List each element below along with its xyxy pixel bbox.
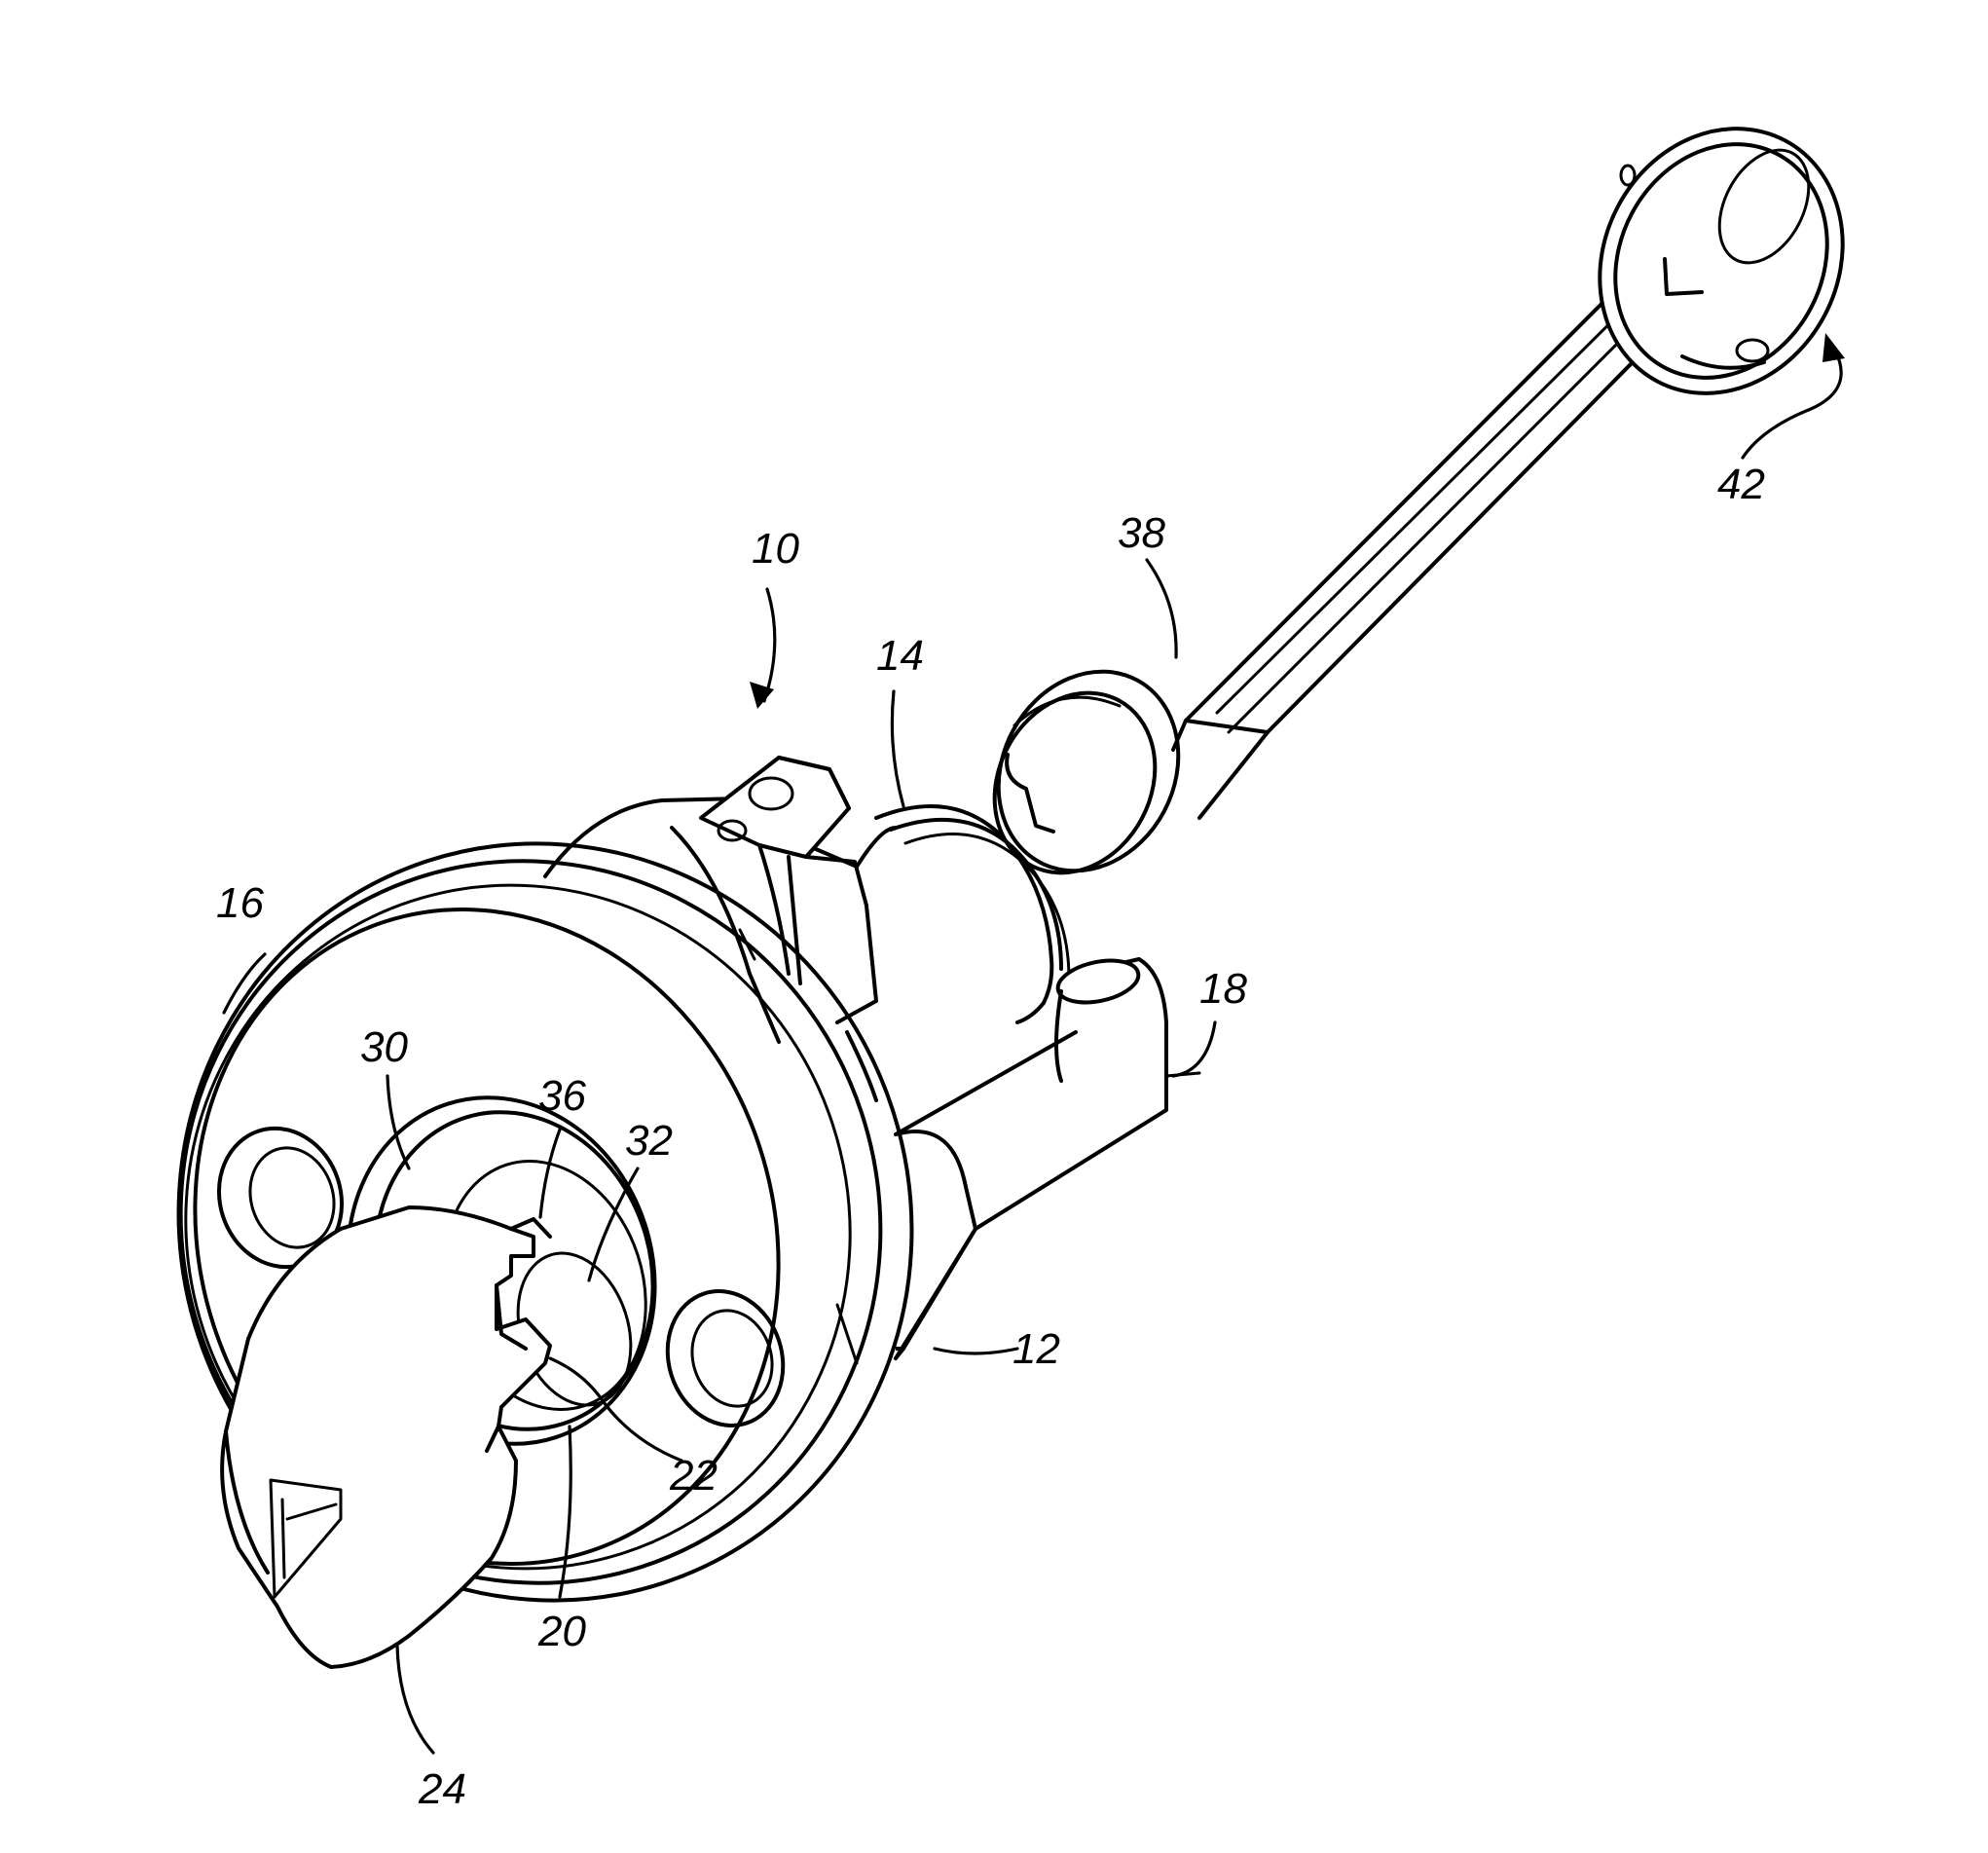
label-14: 14 (876, 632, 924, 680)
coupler (964, 640, 1268, 903)
label-12: 12 (1012, 1325, 1060, 1373)
barrel-18 (976, 954, 1199, 1229)
label-30: 30 (360, 1023, 408, 1071)
label-10: 10 (752, 525, 799, 573)
label-22: 22 (669, 1452, 718, 1500)
label-32: 32 (625, 1117, 673, 1165)
label-24: 24 (418, 1765, 466, 1813)
label-42: 42 (1717, 461, 1765, 508)
label-20: 20 (537, 1608, 586, 1655)
label-16: 16 (216, 879, 264, 927)
housing-12 (896, 1032, 1076, 1358)
label-36: 36 (538, 1072, 586, 1120)
label-18: 18 (1199, 965, 1247, 1013)
label-38: 38 (1118, 509, 1165, 557)
